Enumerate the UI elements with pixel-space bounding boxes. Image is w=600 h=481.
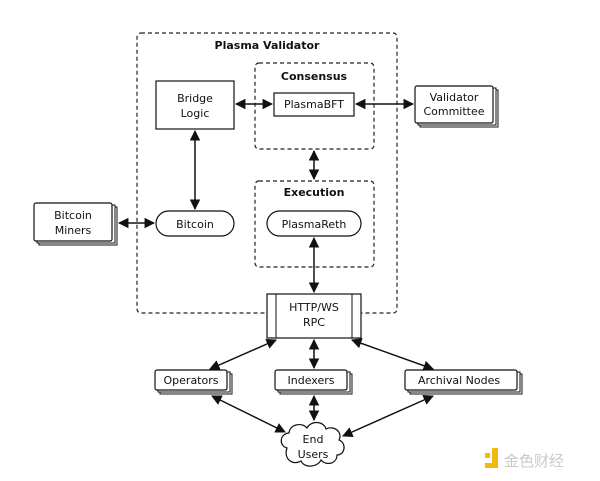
node-validator-committee: Validator Committee [414, 85, 499, 128]
svg-text:Users: Users [298, 448, 329, 461]
svg-text:Indexers: Indexers [288, 374, 335, 387]
svg-text:Operators: Operators [164, 374, 219, 387]
execution-group [254, 180, 375, 268]
svg-text:HTTP/WS: HTTP/WS [289, 301, 339, 314]
execution-title: Execution [284, 186, 345, 199]
watermark-text: 金色财经 [504, 452, 564, 470]
svg-text:RPC: RPC [303, 316, 325, 329]
node-bridge-logic: Bridge Logic [155, 80, 235, 130]
node-bitcoin: Bitcoin [155, 210, 235, 237]
edge-operators-users [211, 395, 286, 433]
edge-archival-users [342, 395, 434, 437]
svg-text:Bitcoin: Bitcoin [176, 218, 214, 231]
svg-text:Bridge: Bridge [177, 92, 213, 105]
watermark-logo-mark [485, 448, 498, 468]
node-indexers: Indexers [274, 369, 353, 395]
svg-text:Validator: Validator [430, 91, 479, 104]
node-plasma-reth: PlasmaReth [266, 210, 362, 237]
node-http-ws-rpc: HTTP/WS RPC [266, 293, 362, 339]
node-end-users: End Users [280, 421, 345, 467]
plasma-validator-title: Plasma Validator [215, 39, 321, 52]
svg-text:PlasmaReth: PlasmaReth [282, 218, 347, 231]
svg-text:Logic: Logic [181, 107, 210, 120]
svg-text:Archival Nodes: Archival Nodes [418, 374, 500, 387]
node-operators: Operators [154, 369, 233, 395]
plasma-validator-group [136, 32, 398, 314]
node-bitcoin-miners: Bitcoin Miners [33, 202, 118, 246]
node-archival-nodes: Archival Nodes [404, 369, 523, 395]
watermark: 金色财经 [485, 448, 564, 470]
svg-text:PlasmaBFT: PlasmaBFT [284, 98, 344, 111]
svg-text:Miners: Miners [55, 224, 92, 237]
consensus-title: Consensus [281, 70, 348, 83]
svg-text:Bitcoin: Bitcoin [54, 209, 92, 222]
edge-rpc-operators [209, 338, 277, 371]
svg-text:End: End [303, 433, 324, 446]
node-plasma-bft: PlasmaBFT [273, 92, 355, 117]
watermark-logo-icon [485, 453, 490, 458]
svg-text:Committee: Committee [423, 105, 484, 118]
edge-rpc-archival [351, 338, 434, 371]
